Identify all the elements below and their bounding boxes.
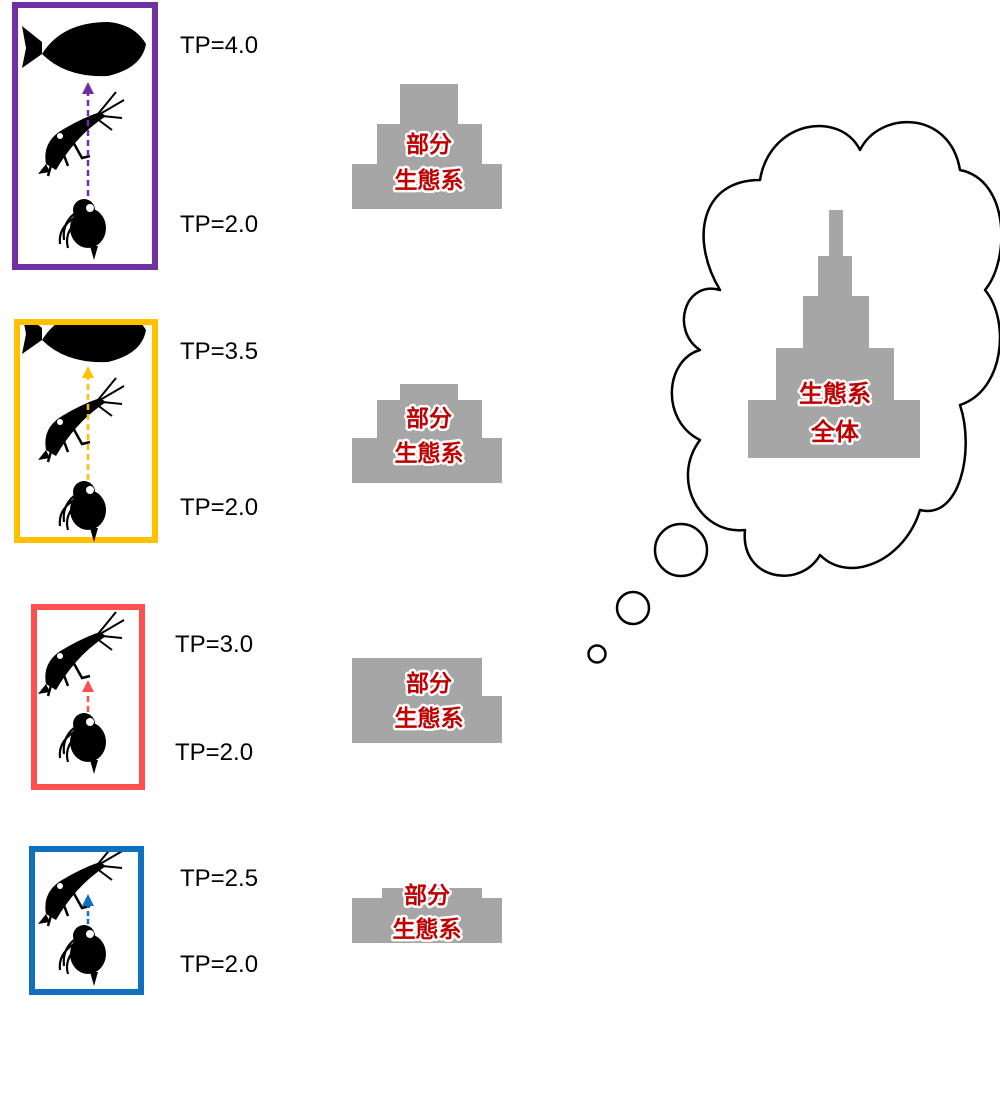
pyramid-label-line1: 部分: [404, 882, 450, 909]
tp-top-label: TP=3.5: [180, 338, 258, 365]
arrow-head-icon: [82, 894, 94, 906]
tp-top-label: TP=2.5: [180, 865, 258, 892]
pyramid-label-line2: 生態系: [393, 916, 462, 943]
tp-top-label: TP=3.0: [175, 631, 253, 658]
shrimp-icon: [36, 376, 126, 464]
chain-2: TP=3.5 TP=2.0 部分 生態系: [14, 319, 502, 544]
pyramid-label-line2: 生態系: [395, 167, 464, 194]
tp-top-label: TP=4.0: [180, 32, 258, 59]
whole-pyramid-label-line1: 生態系: [799, 380, 871, 408]
chain-frame: [31, 604, 145, 790]
chain-4: TP=2.5 TP=2.0 部分 生態系: [29, 846, 502, 995]
pyramid-label-line1: 部分: [406, 670, 452, 697]
shrimp-icon: [36, 852, 126, 928]
tp-bottom-label: TP=2.0: [175, 739, 253, 766]
shrimp-icon: [36, 610, 126, 698]
arrow-head-icon: [82, 82, 94, 94]
chain-frame: [29, 846, 144, 995]
pyramid-label-line2: 生態系: [395, 705, 464, 732]
arrow-head-icon: [82, 680, 94, 692]
shrimp-icon: [36, 90, 126, 178]
whole-pyramid-label-line2: 全体: [810, 418, 860, 446]
pyramid-label-line2: 生態系: [395, 440, 464, 467]
pyramid-label-line1: 部分: [406, 405, 452, 432]
thought-dot-large: [653, 522, 709, 578]
tp-bottom-label: TP=2.0: [180, 494, 258, 521]
chain-3: TP=3.0 TP=2.0 部分 生態系: [31, 604, 502, 790]
partial-ecosystem-pyramid: 部分 生態系: [352, 658, 502, 743]
pyramid-label-line1: 部分: [406, 131, 452, 158]
chain-frame: [12, 2, 158, 270]
daphnia-icon: [58, 479, 108, 544]
flatfish-icon: [22, 22, 146, 77]
partial-ecosystem-pyramid: 部分 生態系: [352, 880, 502, 946]
whole-ecosystem-pyramid: 生態系 全体: [748, 210, 920, 458]
partial-ecosystem-pyramid: 部分 生態系: [352, 384, 502, 483]
thought-dot-medium: [615, 590, 651, 626]
daphnia-icon: [58, 711, 108, 776]
tp-bottom-label: TP=2.0: [180, 211, 258, 238]
daphnia-icon: [58, 923, 108, 988]
partial-ecosystem-pyramid: 部分 生態系: [352, 84, 502, 209]
daphnia-icon: [58, 197, 108, 262]
arrow-head-icon: [82, 366, 94, 378]
chain-frame: [14, 319, 158, 543]
tp-bottom-label: TP=2.0: [180, 951, 258, 978]
thought-bubble: 生態系 全体: [587, 120, 1000, 664]
thought-dot-small: [587, 644, 607, 664]
flatfish-icon: [22, 325, 146, 363]
chain-1: TP=4.0 TP=2.0 部分 生態系: [12, 2, 502, 270]
